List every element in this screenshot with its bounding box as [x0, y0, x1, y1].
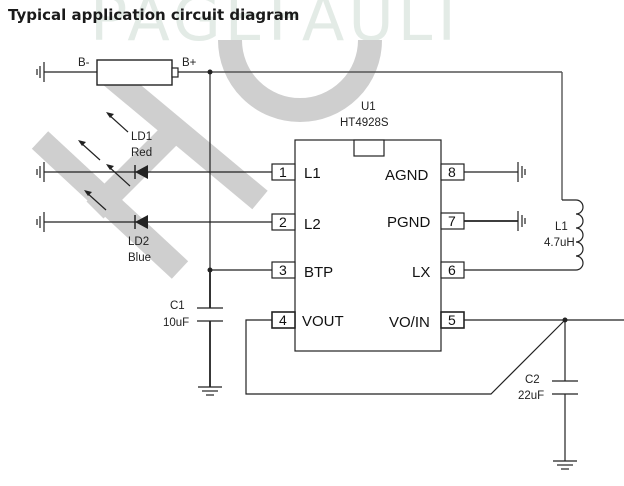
pin-3-number: 3: [279, 262, 287, 278]
inductor-l1: L1 4.7uH: [544, 199, 584, 271]
pin-5-name: VO/IN: [389, 314, 430, 331]
c1-value: 10uF: [163, 317, 189, 329]
c2-ref: C2: [525, 374, 540, 386]
ground-ld1-icon: [36, 162, 45, 182]
pin-1-number: 1: [279, 164, 287, 180]
pin-5-number: 5: [448, 312, 456, 328]
ld1-value: Red: [131, 147, 152, 159]
pin-8-name: AGND: [385, 167, 429, 184]
vout-loop-wire: [245, 319, 566, 395]
pin-2-number: 2: [279, 214, 287, 230]
capacitor-c1: C1 10uF: [163, 270, 223, 387]
watermark-bar-2: [102, 65, 268, 210]
page-title: Typical application circuit diagram: [8, 6, 300, 24]
battery: B- B+: [44, 57, 210, 86]
pin-7-number: 7: [448, 213, 456, 229]
pin-4-name: VOUT: [302, 313, 344, 330]
watermark-text: PAGEFAULT: [90, 0, 470, 55]
pin-2-name: L2: [304, 216, 321, 233]
pin-7-name: PGND: [387, 214, 431, 231]
ic-ref: U1: [361, 101, 376, 113]
battery-pos-label: B+: [182, 57, 197, 69]
ic-u1: U1 HT4928S 1 L1 2 L2 3 BTP 4 VOUT 8 AGND…: [271, 101, 465, 352]
ld1-ref: LD1: [131, 131, 152, 143]
ground-pgnd-icon: [517, 211, 526, 231]
pin-6-number: 6: [448, 262, 456, 278]
led-ld2: LD2 Blue: [44, 190, 272, 264]
l1-value: 4.7uH: [544, 237, 575, 249]
pin-3-name: BTP: [304, 264, 333, 281]
pin-1-name: L1: [304, 165, 321, 182]
ground-battery-icon: [36, 62, 45, 82]
watermark-arc: [218, 39, 382, 122]
c1-ref: C1: [170, 300, 185, 312]
capacitor-c2: C2 22uF: [518, 320, 578, 461]
ic-part: HT4928S: [340, 117, 389, 129]
pin-8-number: 8: [448, 164, 456, 180]
ground-c2-icon: [553, 460, 577, 470]
pin-6-name: LX: [412, 264, 430, 281]
ground-ld2-icon: [36, 212, 45, 232]
l1-ref: L1: [555, 221, 568, 233]
c2-value: 22uF: [518, 390, 544, 402]
pin-4-number: 4: [279, 312, 287, 328]
battery-neg-label: B-: [78, 57, 90, 69]
led-ld1: LD1 Red: [44, 112, 272, 187]
ld2-ref: LD2: [128, 236, 149, 248]
ground-c1-icon: [198, 386, 222, 396]
ld2-value: Blue: [128, 252, 151, 264]
ground-agnd-icon: [517, 162, 526, 182]
